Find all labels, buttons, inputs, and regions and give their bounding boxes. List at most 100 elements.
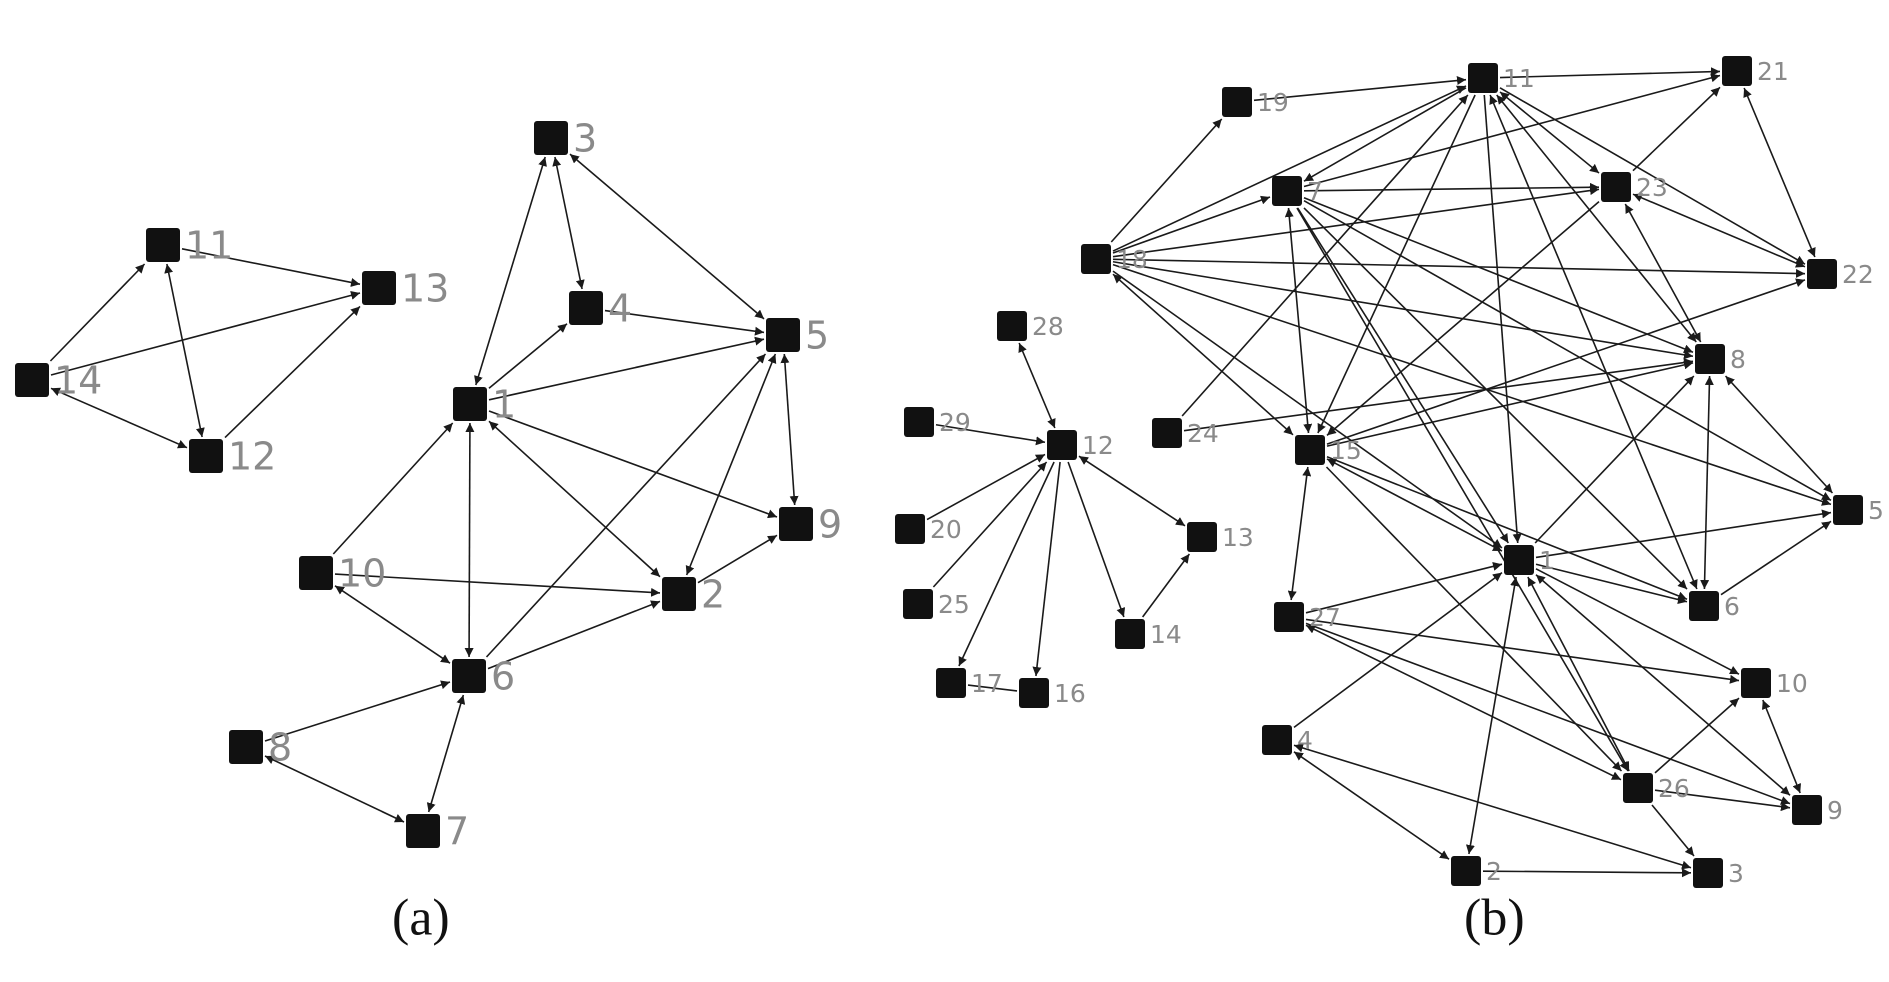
node-b-1 xyxy=(1504,545,1534,575)
edge-10-9 xyxy=(1762,699,1801,794)
node-b-13 xyxy=(1187,522,1217,552)
node-a-9 xyxy=(779,507,813,541)
edge-14-13 xyxy=(1141,553,1191,618)
node-label-a-4: 4 xyxy=(608,286,632,330)
edge-8-6 xyxy=(1700,375,1714,590)
node-b-20 xyxy=(895,514,925,544)
edge-26-10 xyxy=(1654,697,1740,774)
edge-18-15 xyxy=(1112,273,1294,436)
node-label-b-17: 17 xyxy=(971,669,1003,698)
node-label-b-23: 23 xyxy=(1636,173,1668,202)
node-b-4 xyxy=(1262,725,1292,755)
edge-7-5 xyxy=(1303,199,1832,502)
edge-11-7 xyxy=(1303,87,1467,182)
edge-18-19 xyxy=(1110,118,1223,243)
edge-18-7 xyxy=(1112,195,1271,254)
node-label-b-10: 10 xyxy=(1776,669,1808,698)
edge-24-8 xyxy=(1183,358,1694,432)
edge-12-13 xyxy=(224,305,361,439)
edge-7-1 xyxy=(1297,207,1509,544)
node-label-a-7: 7 xyxy=(445,809,469,853)
edge-1-6 xyxy=(464,422,475,658)
edge-1-8 xyxy=(1534,375,1695,544)
edge-6-7 xyxy=(426,694,466,813)
edge-21-22 xyxy=(1743,87,1816,258)
edge-29-12 xyxy=(935,423,1046,446)
node-label-b-14: 14 xyxy=(1150,620,1182,649)
node-b-28 xyxy=(997,311,1027,341)
node-label-b-1: 1 xyxy=(1539,546,1555,575)
node-label-a-11: 11 xyxy=(185,223,233,267)
edge-12-16 xyxy=(1032,461,1061,677)
node-b-5 xyxy=(1833,495,1863,525)
node-a-6 xyxy=(452,659,486,693)
edge-8-6 xyxy=(264,680,451,742)
node-b-15 xyxy=(1295,435,1325,465)
node-label-a-3: 3 xyxy=(573,116,597,160)
node-b-6 xyxy=(1689,591,1719,621)
edge-12-14 xyxy=(1067,461,1126,618)
edge-15-1 xyxy=(1326,458,1503,552)
edge-6-5 xyxy=(485,353,767,658)
edge-11-12 xyxy=(164,263,205,438)
edge-18-8 xyxy=(1112,260,1694,360)
node-b-14 xyxy=(1115,619,1145,649)
edge-4-1 xyxy=(1293,572,1503,728)
edge-3-4 xyxy=(552,156,585,290)
node-label-b-15: 15 xyxy=(1330,436,1362,465)
edge-12-13 xyxy=(1078,455,1186,527)
node-b-18 xyxy=(1081,244,1111,274)
node-a-10 xyxy=(299,556,333,590)
node-label-a-5: 5 xyxy=(805,313,829,357)
edge-27-1 xyxy=(1305,562,1503,614)
node-label-a-13: 13 xyxy=(401,266,449,310)
node-label-a-12: 12 xyxy=(228,434,276,478)
caption-graph-a: (a) xyxy=(392,889,450,947)
edge-6-5 xyxy=(1720,520,1832,596)
edge-11-13 xyxy=(181,247,361,287)
node-label-b-19: 19 xyxy=(1257,88,1289,117)
edge-12-17 xyxy=(958,461,1055,667)
node-label-b-4: 4 xyxy=(1297,726,1313,755)
node-label-b-26: 26 xyxy=(1658,774,1690,803)
node-b-29 xyxy=(904,407,934,437)
node-label-b-11: 11 xyxy=(1503,64,1535,93)
node-a-3 xyxy=(534,121,568,155)
node-label-b-3: 3 xyxy=(1728,859,1744,888)
node-b-11 xyxy=(1468,63,1498,93)
node-b-22 xyxy=(1807,259,1837,289)
node-b-26 xyxy=(1623,773,1653,803)
edge-1-10 xyxy=(1535,568,1740,675)
node-b-19 xyxy=(1222,87,1252,117)
edge-18-22 xyxy=(1112,258,1806,278)
node-label-b-16: 16 xyxy=(1054,679,1086,708)
edges-b xyxy=(926,67,1834,878)
edge-15-8 xyxy=(1326,360,1694,447)
edge-6-2 xyxy=(487,600,661,670)
node-label-b-8: 8 xyxy=(1730,345,1746,374)
node-label-b-22: 22 xyxy=(1842,260,1874,289)
node-a-1 xyxy=(453,387,487,421)
edge-26-3 xyxy=(1651,804,1695,857)
edge-3-5 xyxy=(569,153,765,320)
node-b-17 xyxy=(936,668,966,698)
node-label-b-27: 27 xyxy=(1309,603,1341,632)
edge-7-21 xyxy=(1303,73,1721,188)
edge-19-11 xyxy=(1253,76,1467,102)
edge-2-9 xyxy=(697,534,778,584)
node-a-4 xyxy=(569,291,603,325)
edge-23-22 xyxy=(1632,193,1806,268)
node-a-14 xyxy=(15,363,49,397)
node-label-b-6: 6 xyxy=(1724,592,1740,621)
node-label-b-25: 25 xyxy=(938,590,970,619)
node-label-b-29: 29 xyxy=(939,408,971,437)
edge-11-8 xyxy=(1496,94,1697,343)
edge-18-23 xyxy=(1112,186,1600,258)
edge-15-6 xyxy=(1326,455,1688,601)
edge-5-2 xyxy=(685,353,777,576)
edge-7-15 xyxy=(1284,207,1313,434)
